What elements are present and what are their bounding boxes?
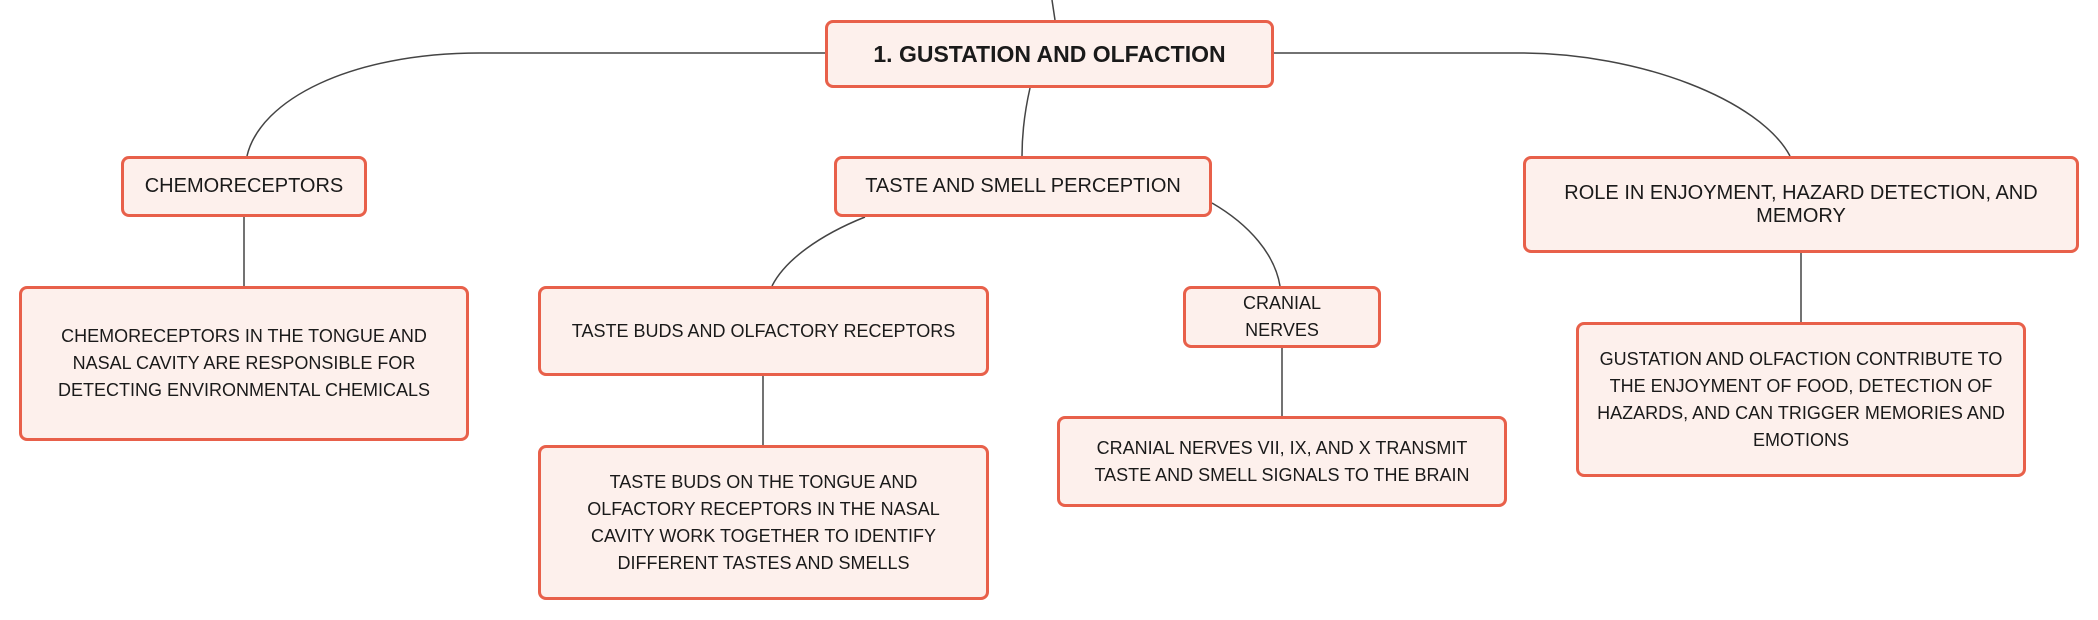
root-topic[interactable]: 1. GUSTATION AND OLFACTION [825, 20, 1274, 88]
chemoreceptors-detail-text: CHEMORECEPTORS IN THE TONGUE AND NASAL C… [57, 326, 431, 400]
topic-chemoreceptors-label: CHEMORECEPTORS [144, 175, 344, 197]
connector-root-chemoreceptors [246, 52, 825, 157]
connector-taste-cranial [1211, 202, 1281, 287]
cranial-nerves-detail-text: CRANIAL NERVES VII, IX, AND X TRANSMIT T… [1094, 437, 1470, 485]
root-topic-label: 1. GUSTATION AND OLFACTION [873, 40, 1226, 67]
role-detail-text: GUSTATION AND OLFACTION CONTRIBUTE TO TH… [1597, 348, 2005, 450]
subtopic-taste-buds-label: TASTE BUDS AND OLFACTORY RECEPTORS [571, 320, 956, 341]
subtopic-cranial-nerves-label: CRANIAL NERVES [1242, 293, 1322, 340]
role-detail[interactable]: GUSTATION AND OLFACTION CONTRIBUTE TO TH… [1576, 322, 2026, 477]
topic-taste-smell-perception-label: TASTE AND SMELL PERCEPTION [865, 175, 1181, 197]
subtopic-taste-buds[interactable]: TASTE BUDS AND OLFACTORY RECEPTORS [538, 286, 989, 376]
taste-buds-detail[interactable]: TASTE BUDS ON THE TONGUE AND OLFACTORY R… [538, 445, 989, 600]
subtopic-cranial-nerves[interactable]: CRANIAL NERVES [1183, 286, 1381, 348]
cranial-nerves-detail[interactable]: CRANIAL NERVES VII, IX, AND X TRANSMIT T… [1057, 416, 1507, 507]
topic-role[interactable]: ROLE IN ENJOYMENT, HAZARD DETECTION, AND… [1523, 156, 2079, 253]
chemoreceptors-detail[interactable]: CHEMORECEPTORS IN THE TONGUE AND NASAL C… [19, 286, 469, 441]
connector-root-taste-smell [1021, 87, 1031, 157]
topic-role-label: ROLE IN ENJOYMENT, HAZARD DETECTION, AND… [1564, 181, 2038, 227]
topic-chemoreceptors[interactable]: CHEMORECEPTORS [121, 156, 367, 217]
connector-root-parent [1051, 0, 1056, 21]
connector-taste-buds [771, 216, 866, 287]
taste-buds-detail-text: TASTE BUDS ON THE TONGUE AND OLFACTORY R… [587, 471, 940, 573]
topic-taste-smell-perception[interactable]: TASTE AND SMELL PERCEPTION [834, 156, 1212, 217]
connector-root-role [1274, 52, 1791, 157]
